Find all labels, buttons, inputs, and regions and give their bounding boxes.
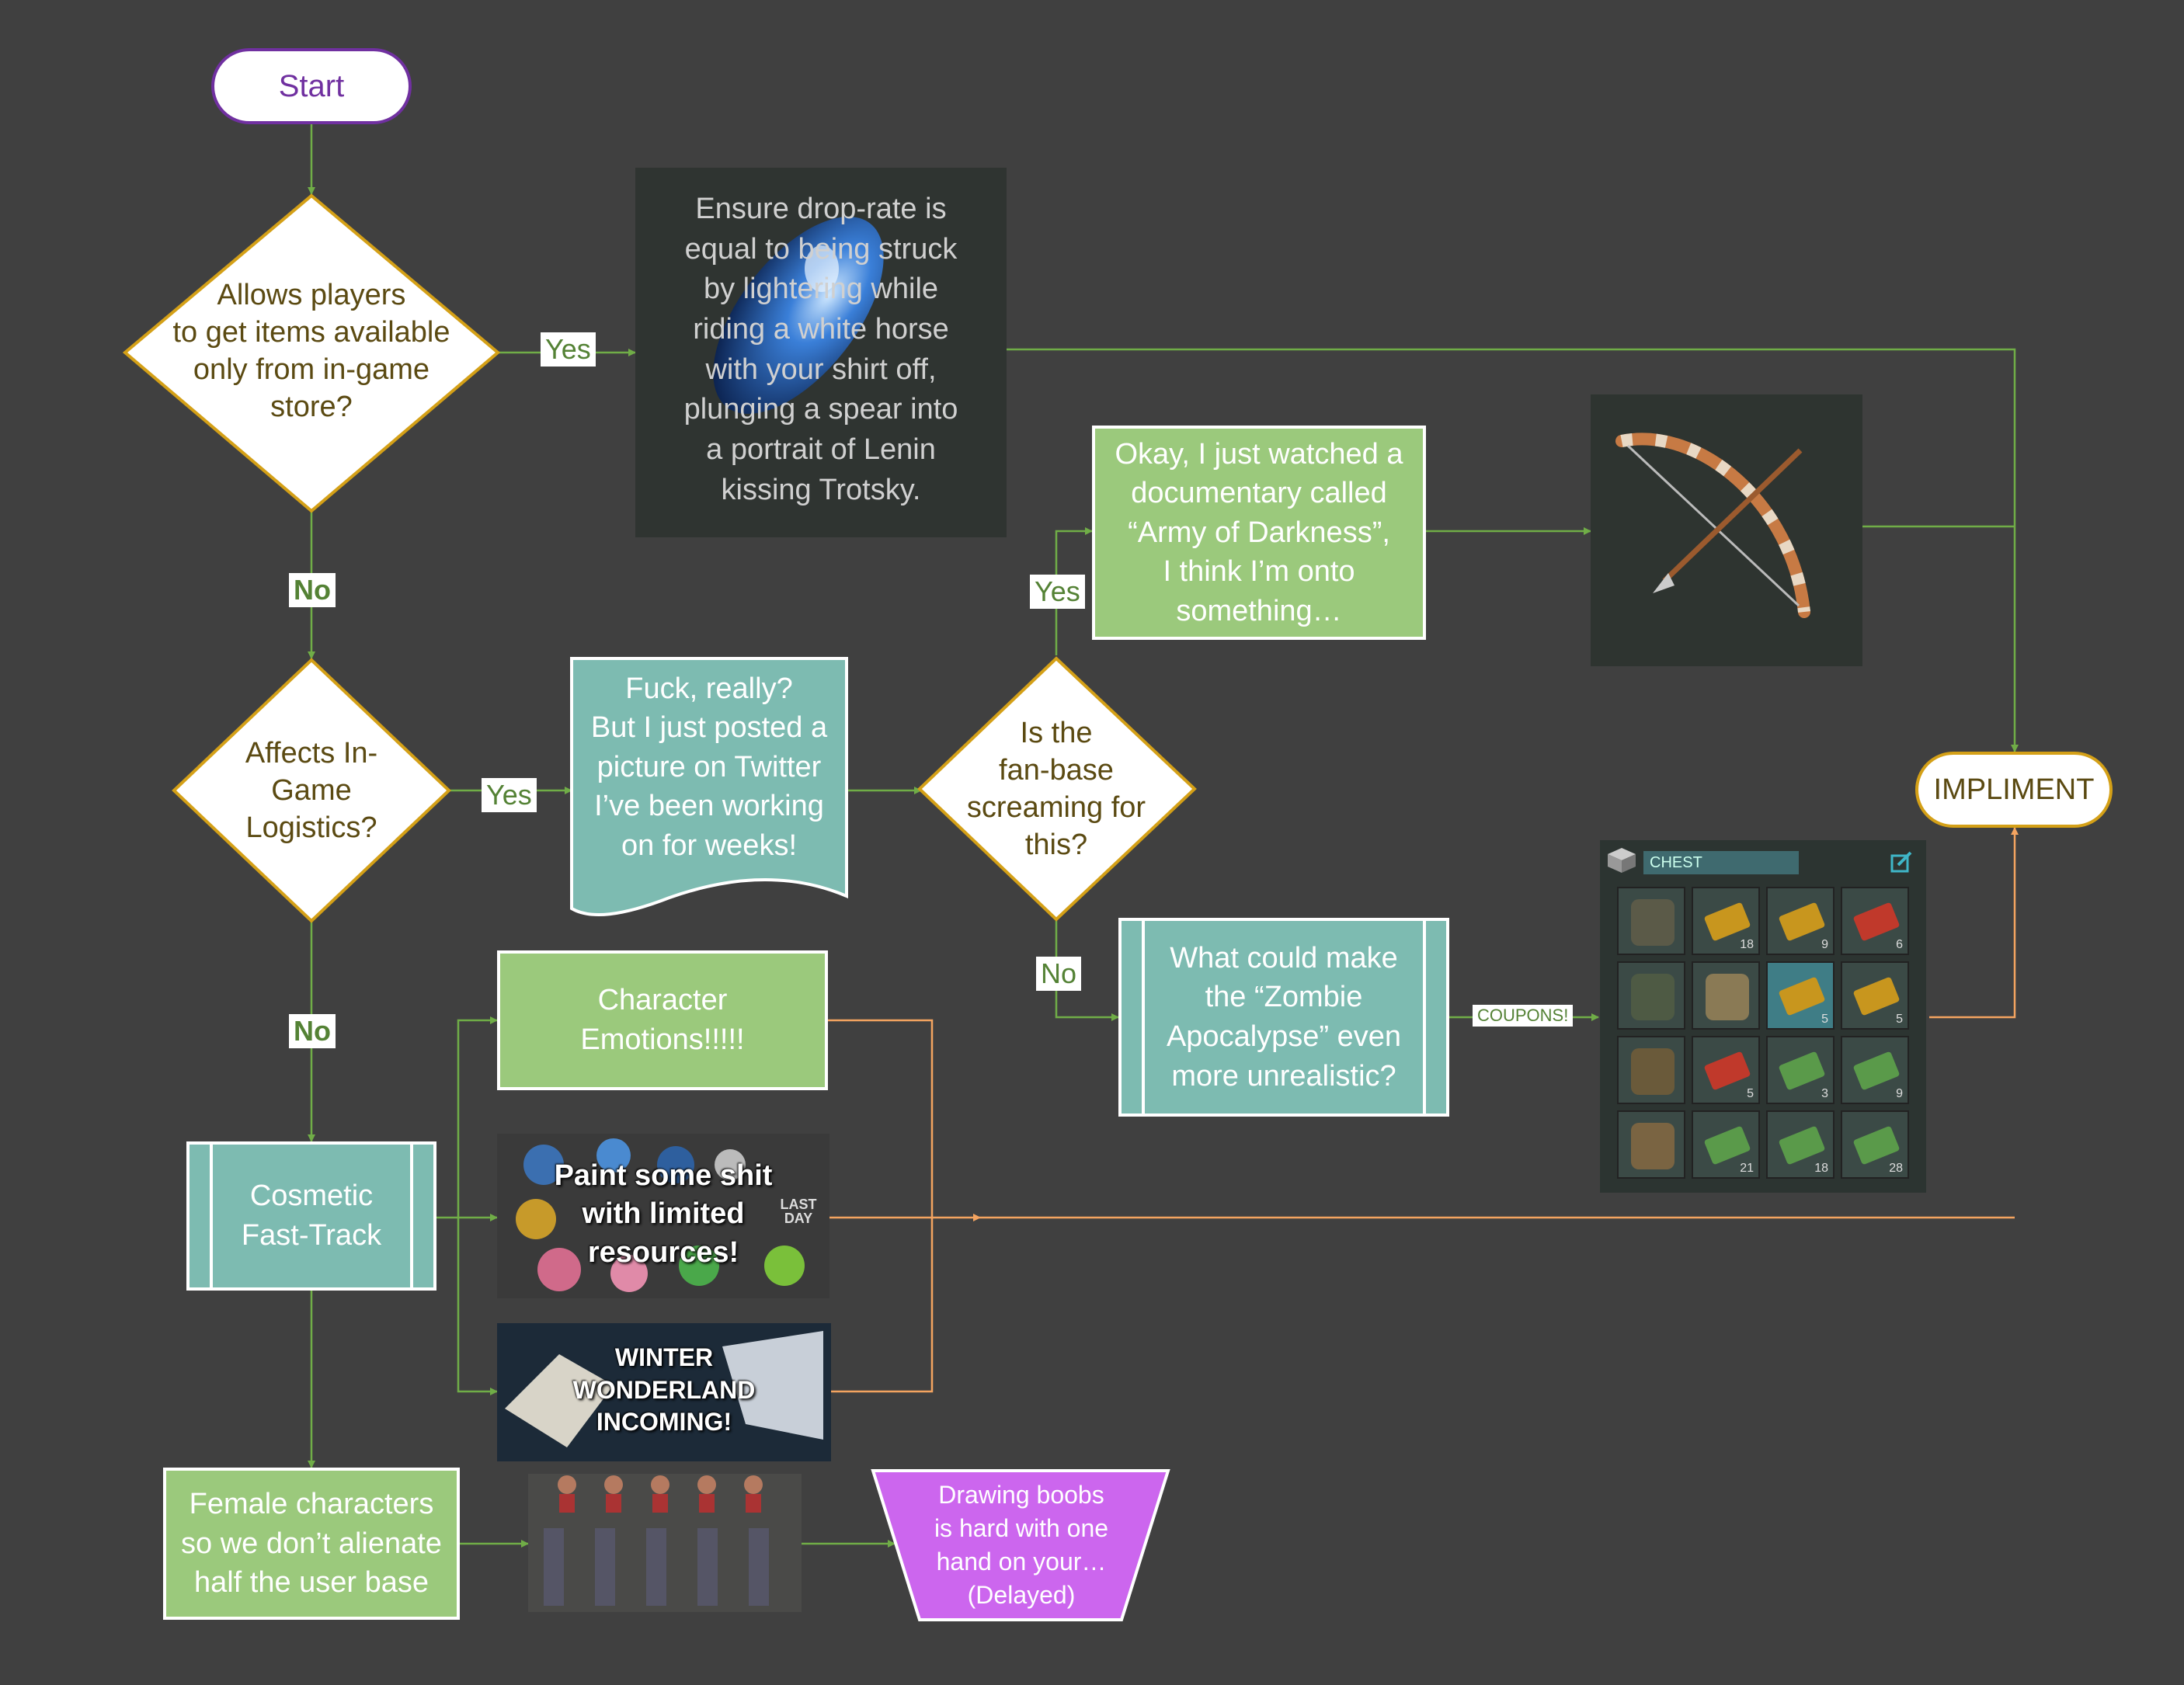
delayed-trapezoid: [871, 1469, 1170, 1621]
slot-count: 5: [1896, 1013, 1903, 1026]
slot-count: 21: [1740, 1162, 1754, 1175]
chest-slot: 6: [1841, 887, 1909, 955]
coupon-ticket-icon: [1778, 1051, 1826, 1091]
gear-item-icon: [1631, 974, 1675, 1020]
chest-slot: 5: [1841, 961, 1909, 1030]
weapon-item-icon: [1706, 974, 1749, 1020]
slot-count: 9: [1821, 938, 1828, 951]
character-emotions-text: Character Emotions!!!!!: [580, 984, 745, 1056]
paint-banner-text: Paint some shit with limited resources!: [554, 1159, 773, 1269]
label-coupons: COUPONS!: [1473, 1005, 1574, 1027]
chest-slot: 28: [1841, 1110, 1909, 1179]
coupon-ticket-icon: [1852, 976, 1901, 1016]
chest-slot: 18: [1766, 1110, 1834, 1179]
start-label: Start: [278, 68, 345, 103]
slot-count: 9: [1896, 1087, 1903, 1100]
chest-inventory-image: CHEST 18 9 6 5 5 5 3 9 21 18 28: [1600, 840, 1926, 1193]
label-yes-store: Yes: [541, 332, 596, 367]
coupon-ticket-icon: [1778, 902, 1826, 942]
coupon-ticket-icon: [1852, 1125, 1901, 1166]
process-bar-right: [1423, 921, 1426, 1113]
label-no-logistics: No: [289, 1014, 336, 1048]
winter-banner-image: WINTER WONDERLAND INCOMING!: [497, 1323, 831, 1461]
slot-count: 18: [1740, 938, 1754, 951]
female-characters-box: Female characters so we don’t alienate h…: [163, 1468, 460, 1620]
army-of-darkness-box: Okay, I just watched a documentary calle…: [1092, 426, 1426, 640]
coupon-ticket-icon: [1703, 1125, 1751, 1166]
chest-title: CHEST: [1643, 851, 1799, 874]
gear-item-icon: [1631, 899, 1675, 946]
slot-count: 6: [1896, 938, 1903, 951]
box-icon: [1608, 848, 1636, 873]
chest-slot: 18: [1692, 887, 1760, 955]
bow-image-panel: [1591, 394, 1862, 666]
character-models-image: [528, 1474, 802, 1612]
decision-logistics-text: Affects In- Game Logistics?: [245, 736, 378, 845]
chest-slot: [1692, 961, 1760, 1030]
decision-diamond-logistics: [172, 658, 451, 923]
label-no-fanbase: No: [1036, 957, 1082, 991]
process-bar-left: [1142, 921, 1145, 1113]
chest-slot: [1617, 961, 1685, 1030]
impliment-label: IMPLIMENT: [1933, 773, 2095, 806]
decision-fanbase-text: Is the fan-base screaming for this?: [966, 716, 1146, 862]
character-figures: [544, 1475, 769, 1606]
slot-count: 18: [1814, 1162, 1828, 1175]
process-bar-left: [210, 1145, 213, 1287]
slot-count: 3: [1821, 1087, 1828, 1100]
coupon-ticket-icon: [1852, 1051, 1901, 1091]
female-characters-text: Female characters so we don’t alienate h…: [181, 1488, 442, 1600]
winter-banner-text: WINTER WONDERLAND INCOMING!: [572, 1343, 756, 1437]
cosmetic-text: Cosmetic Fast-Track: [241, 1180, 382, 1252]
snow-map-art: [505, 1331, 823, 1447]
label-no-store: No: [289, 573, 336, 607]
chest-slot: [1617, 1036, 1685, 1104]
delayed-text: Drawing boobs is hard with one hand on y…: [934, 1481, 1109, 1609]
edit-icon: [1890, 851, 1912, 873]
decision-diamond-fanbase: [917, 656, 1197, 922]
coupon-ticket-icon: [1778, 976, 1826, 1016]
chest-slot: 5: [1692, 1036, 1760, 1104]
chest-slot: [1617, 887, 1685, 955]
bow-icon: [1615, 433, 1810, 618]
drop-rate-text: Ensure drop-rate is equal to being struc…: [683, 193, 958, 506]
zombie-process-box: What could make the “Zombie Apocalypse” …: [1118, 918, 1449, 1117]
coupon-ticket-icon: [1778, 1125, 1826, 1166]
process-bar-right: [410, 1145, 413, 1287]
drop-rate-panel: Ensure drop-rate is equal to being struc…: [635, 168, 1007, 537]
paint-splatter-art: [516, 1138, 805, 1292]
paint-banner-image: Paint some shit with limited resources! …: [497, 1134, 829, 1298]
slot-count: 5: [1821, 1013, 1828, 1026]
label-yes-logistics: Yes: [482, 778, 537, 812]
twitter-text: Fuck, really? But I just posted a pictur…: [590, 672, 828, 862]
chest-slot: 21: [1692, 1110, 1760, 1179]
decision-diamond-store: [122, 193, 501, 513]
chest-slot: 9: [1766, 887, 1834, 955]
coupon-ticket-icon: [1703, 902, 1751, 942]
last-day-logo: LAST DAY: [780, 1197, 817, 1226]
chest-slot: 3: [1766, 1036, 1834, 1104]
character-emotions-box: Character Emotions!!!!!: [497, 950, 828, 1090]
start-terminator: Start: [211, 48, 412, 124]
cosmetic-process-box: Cosmetic Fast-Track: [186, 1141, 436, 1291]
slot-count: 5: [1747, 1087, 1754, 1100]
army-of-darkness-text: Okay, I just watched a documentary calle…: [1115, 437, 1403, 627]
impliment-terminator: IMPLIMENT: [1915, 752, 2113, 828]
coupon-ticket-icon: [1852, 902, 1901, 942]
chest-slot: 9: [1841, 1036, 1909, 1104]
zombie-text: What could make the “Zombie Apocalypse” …: [1166, 941, 1402, 1093]
chest-slot: 5: [1766, 961, 1834, 1030]
blue-gem-image: [713, 217, 884, 414]
gear-item-icon: [1631, 1123, 1675, 1169]
document-shape-twitter: [570, 657, 848, 916]
chest-slot: [1617, 1110, 1685, 1179]
slot-count: 28: [1889, 1162, 1903, 1175]
decision-store-text: Allows players to get items available on…: [172, 278, 450, 424]
gear-item-icon: [1631, 1048, 1675, 1095]
coupon-ticket-icon: [1703, 1051, 1751, 1091]
orange-connectors: [828, 827, 2019, 1393]
label-yes-fanbase: Yes: [1030, 575, 1085, 609]
